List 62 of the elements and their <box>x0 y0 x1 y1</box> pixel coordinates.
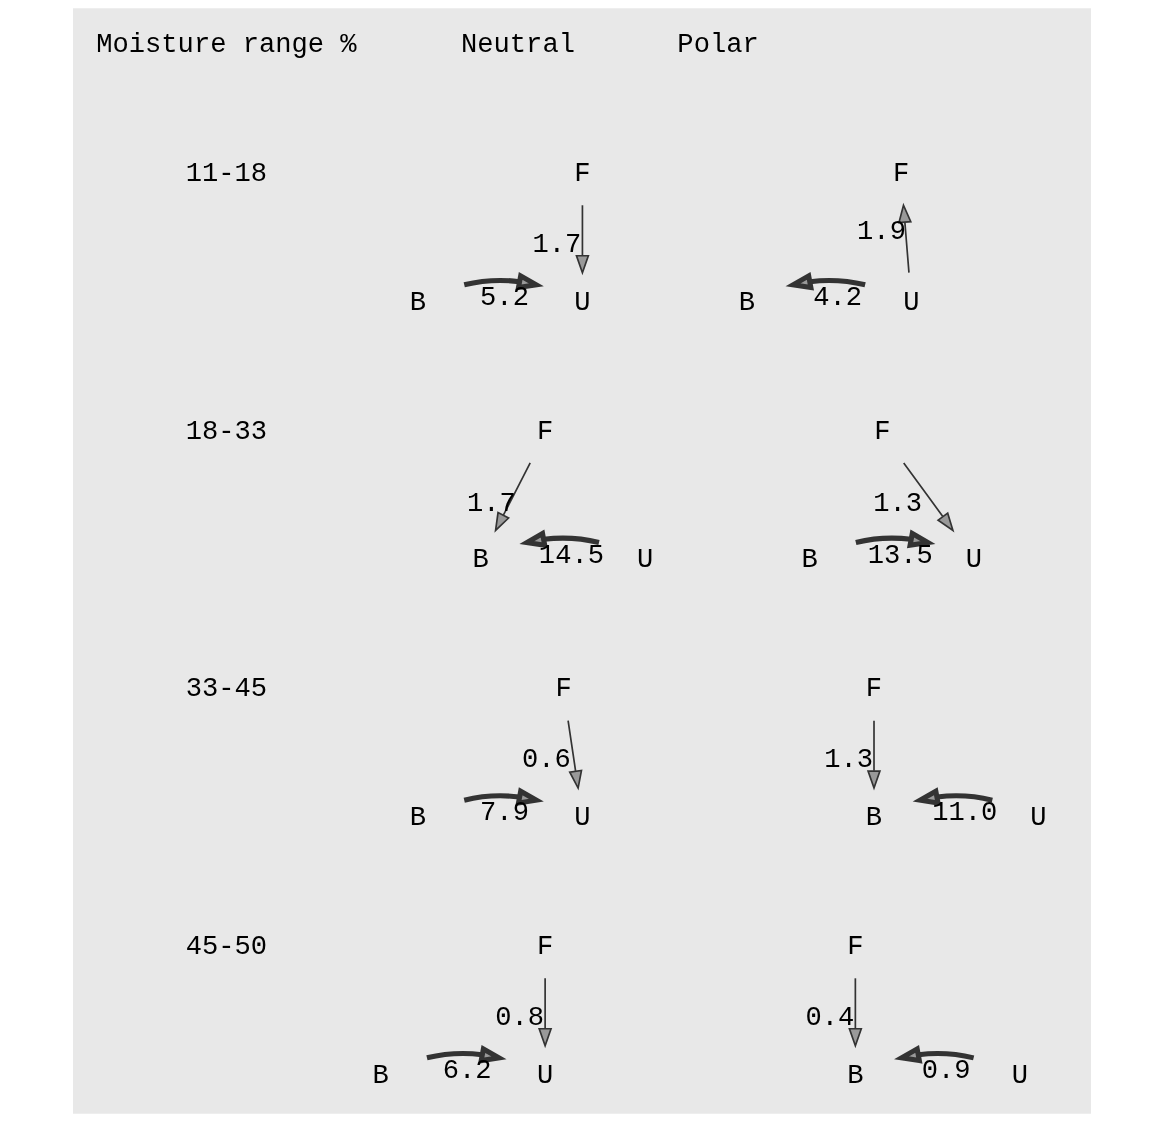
arrow <box>493 462 531 533</box>
arrow <box>463 787 544 806</box>
node-text: U <box>965 544 982 576</box>
label: 45-50 <box>185 930 267 962</box>
edge-label: 11.0 <box>931 797 997 829</box>
arrow <box>897 202 912 274</box>
node-text: F <box>536 930 553 962</box>
node-text: B <box>738 286 755 318</box>
label: 11-18 <box>185 157 267 189</box>
arrow <box>537 977 552 1049</box>
node-text: F <box>573 157 591 189</box>
arrow <box>574 204 590 276</box>
node-text: B <box>865 802 882 834</box>
node-text: B <box>472 544 489 576</box>
edge-label: 0.6 <box>521 744 571 776</box>
node-text: U <box>1011 1059 1028 1091</box>
node-text: B <box>800 544 818 576</box>
edge-label: 5.2 <box>479 281 529 313</box>
edge-label: 0.8 <box>494 1002 544 1034</box>
node-text: F <box>873 415 891 447</box>
node-text: F <box>865 673 882 705</box>
node-text: F <box>555 673 572 705</box>
arrow <box>866 719 881 791</box>
edge-label: 7.9 <box>479 797 529 829</box>
edge-label: 1.3 <box>872 488 922 520</box>
node-text: B <box>846 1059 863 1091</box>
edge-label: 0.9 <box>921 1054 970 1086</box>
arrow <box>518 529 600 549</box>
edge-label: 1.3 <box>823 744 873 776</box>
node-text: U <box>536 1059 553 1091</box>
node-text: F <box>536 415 553 447</box>
arrow <box>902 462 954 533</box>
edge-label: 6.2 <box>442 1054 492 1086</box>
arrow <box>566 719 583 791</box>
arrow <box>463 271 544 291</box>
edge-label: 4.2 <box>812 281 862 313</box>
edge-label: 1.7 <box>532 229 581 261</box>
arrow <box>912 787 993 806</box>
node-text: B <box>409 802 426 834</box>
arrow <box>854 529 935 549</box>
node-text: F <box>892 157 909 189</box>
edge-label: 14.5 <box>538 539 604 571</box>
edge-label: 0.4 <box>805 1002 854 1034</box>
node-text: B <box>409 286 426 318</box>
edge-label: 13.5 <box>867 539 933 571</box>
label: 18-33 <box>185 415 267 447</box>
node-text: F <box>846 930 863 962</box>
label: Moisture range % <box>95 29 357 61</box>
arrow <box>847 977 862 1049</box>
label: Polar <box>676 29 759 61</box>
arrow <box>425 1044 507 1064</box>
node-text: B <box>372 1059 389 1091</box>
arrow <box>893 1044 974 1064</box>
edge-label: 1.9 <box>856 215 906 247</box>
node-text: U <box>573 802 591 834</box>
label: 33-45 <box>185 673 267 705</box>
node-text: U <box>902 286 919 318</box>
node-text: U <box>1029 802 1047 834</box>
node-text: U <box>636 544 653 576</box>
arrow <box>785 271 866 291</box>
label: Neutral <box>460 29 575 61</box>
node-text: U <box>573 286 591 318</box>
